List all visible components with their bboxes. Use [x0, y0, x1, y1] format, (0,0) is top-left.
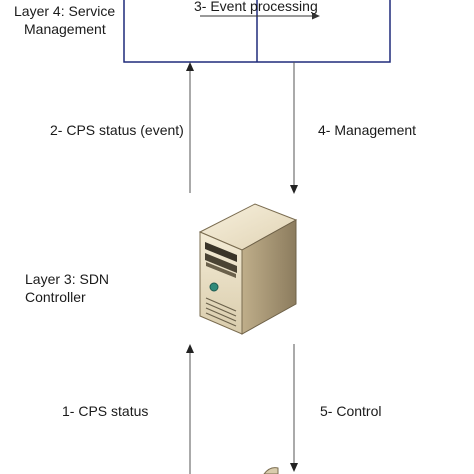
cps-status-label: 1- CPS status — [62, 403, 149, 419]
power-button — [209, 282, 219, 292]
bottom-device-partial-icon — [263, 467, 279, 474]
arrow-management — [290, 62, 298, 194]
layer4-title-line1: Layer 4: Service — [14, 3, 116, 19]
arrow-cps-status-event — [186, 62, 194, 193]
service-management-box — [123, 0, 391, 63]
layer3-title: Layer 3: SDN Controller — [25, 270, 109, 306]
drive-bay — [205, 253, 237, 273]
management-label: 4- Management — [318, 122, 417, 138]
layer4-title: Layer 4: Service Management — [14, 2, 115, 38]
layer3-title-line1: Layer 3: SDN — [25, 271, 110, 287]
arrow-control — [290, 344, 298, 472]
drive-bay — [205, 242, 237, 262]
event-processing-label: 3- Event processing — [194, 0, 318, 14]
arrow-cps-status — [186, 344, 194, 474]
cps-status-event-label: 2- CPS status (event) — [50, 122, 184, 138]
event-processing-arrow — [200, 12, 320, 20]
layer3-title-line2: Controller — [25, 289, 86, 305]
control-label: 5- Control — [320, 403, 382, 419]
layer4-title-line2: Management — [24, 21, 106, 37]
server-tower-icon — [198, 203, 298, 335]
